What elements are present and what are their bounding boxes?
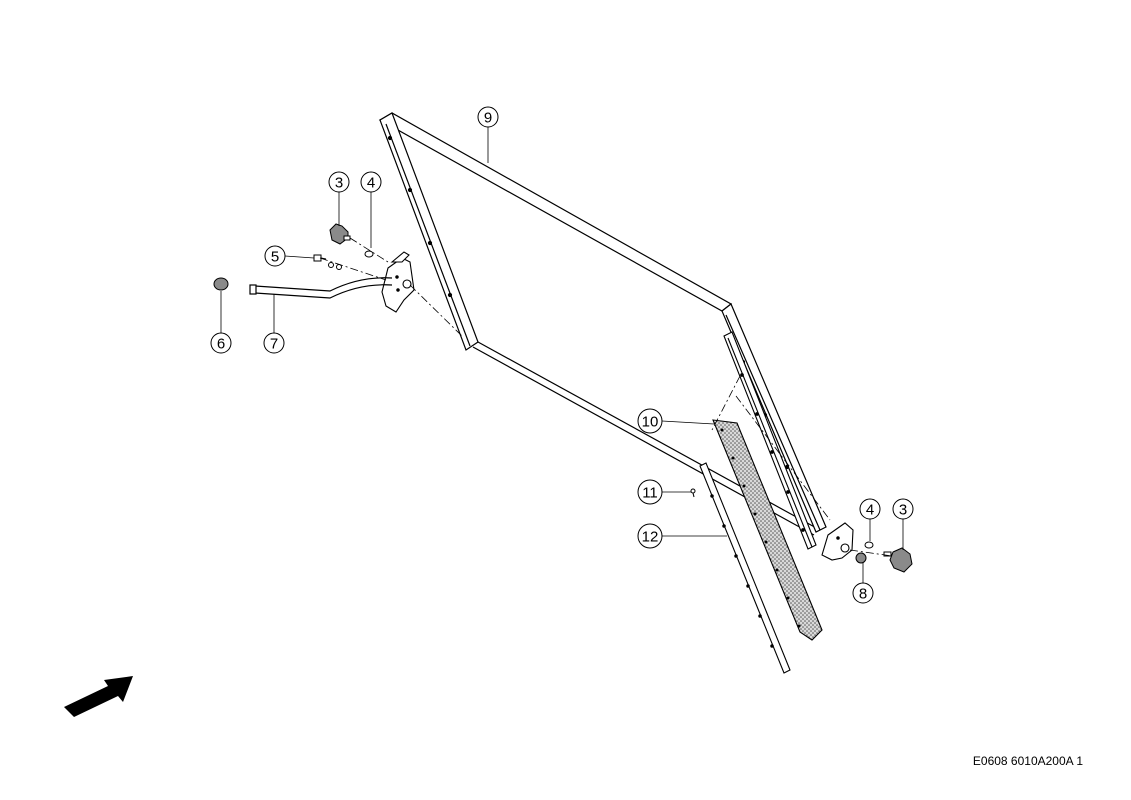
callout-7 xyxy=(263,332,285,354)
callout-4-right xyxy=(859,498,881,520)
callout-label-8: 8 xyxy=(859,586,867,603)
callout-label-4-right: 4 xyxy=(866,502,874,519)
callout-11 xyxy=(637,479,663,505)
callout-label-5: 5 xyxy=(271,249,279,266)
callout-4-left xyxy=(360,171,382,193)
callout-label-11: 11 xyxy=(642,485,658,502)
assembly-lines xyxy=(319,237,893,557)
curved-rod xyxy=(249,277,393,299)
callouts xyxy=(210,106,914,604)
star-knob-right xyxy=(883,547,913,573)
callout-12 xyxy=(637,523,663,549)
callout-9 xyxy=(477,106,499,128)
right-hinge-strip xyxy=(723,331,817,550)
callout-label-3-right: 3 xyxy=(899,502,907,519)
callout-label-9: 9 xyxy=(484,110,492,127)
right-bracket xyxy=(821,522,854,561)
callout-label-6: 6 xyxy=(217,336,225,353)
callout-3-left xyxy=(328,171,350,193)
callout-label-12: 12 xyxy=(642,529,659,546)
rubber-flap xyxy=(712,419,823,641)
star-knob-left xyxy=(329,223,351,245)
end-cap xyxy=(213,277,229,291)
callout-8 xyxy=(852,582,874,604)
callout-3-right xyxy=(892,498,914,520)
callout-label-3-left: 3 xyxy=(335,175,343,192)
washer-left xyxy=(364,250,374,258)
callout-label-7: 7 xyxy=(270,336,278,353)
left-bracket xyxy=(381,251,415,313)
screw-11 xyxy=(690,488,696,498)
callout-5 xyxy=(264,245,286,267)
clamping-strip xyxy=(699,462,791,674)
callout-label-10: 10 xyxy=(642,414,659,431)
washer-right xyxy=(864,541,874,549)
callout-label-4-left: 4 xyxy=(367,175,375,192)
deflector-panel xyxy=(378,112,827,536)
spacer-bushing xyxy=(855,552,867,564)
drawing-reference-code: E0608 6010A200A 1 xyxy=(972,754,1083,768)
leader-lines xyxy=(220,127,904,583)
bolt-and-nuts xyxy=(313,254,342,270)
direction-arrow xyxy=(64,676,133,717)
callout-6 xyxy=(210,332,232,354)
callout-10 xyxy=(637,408,663,434)
